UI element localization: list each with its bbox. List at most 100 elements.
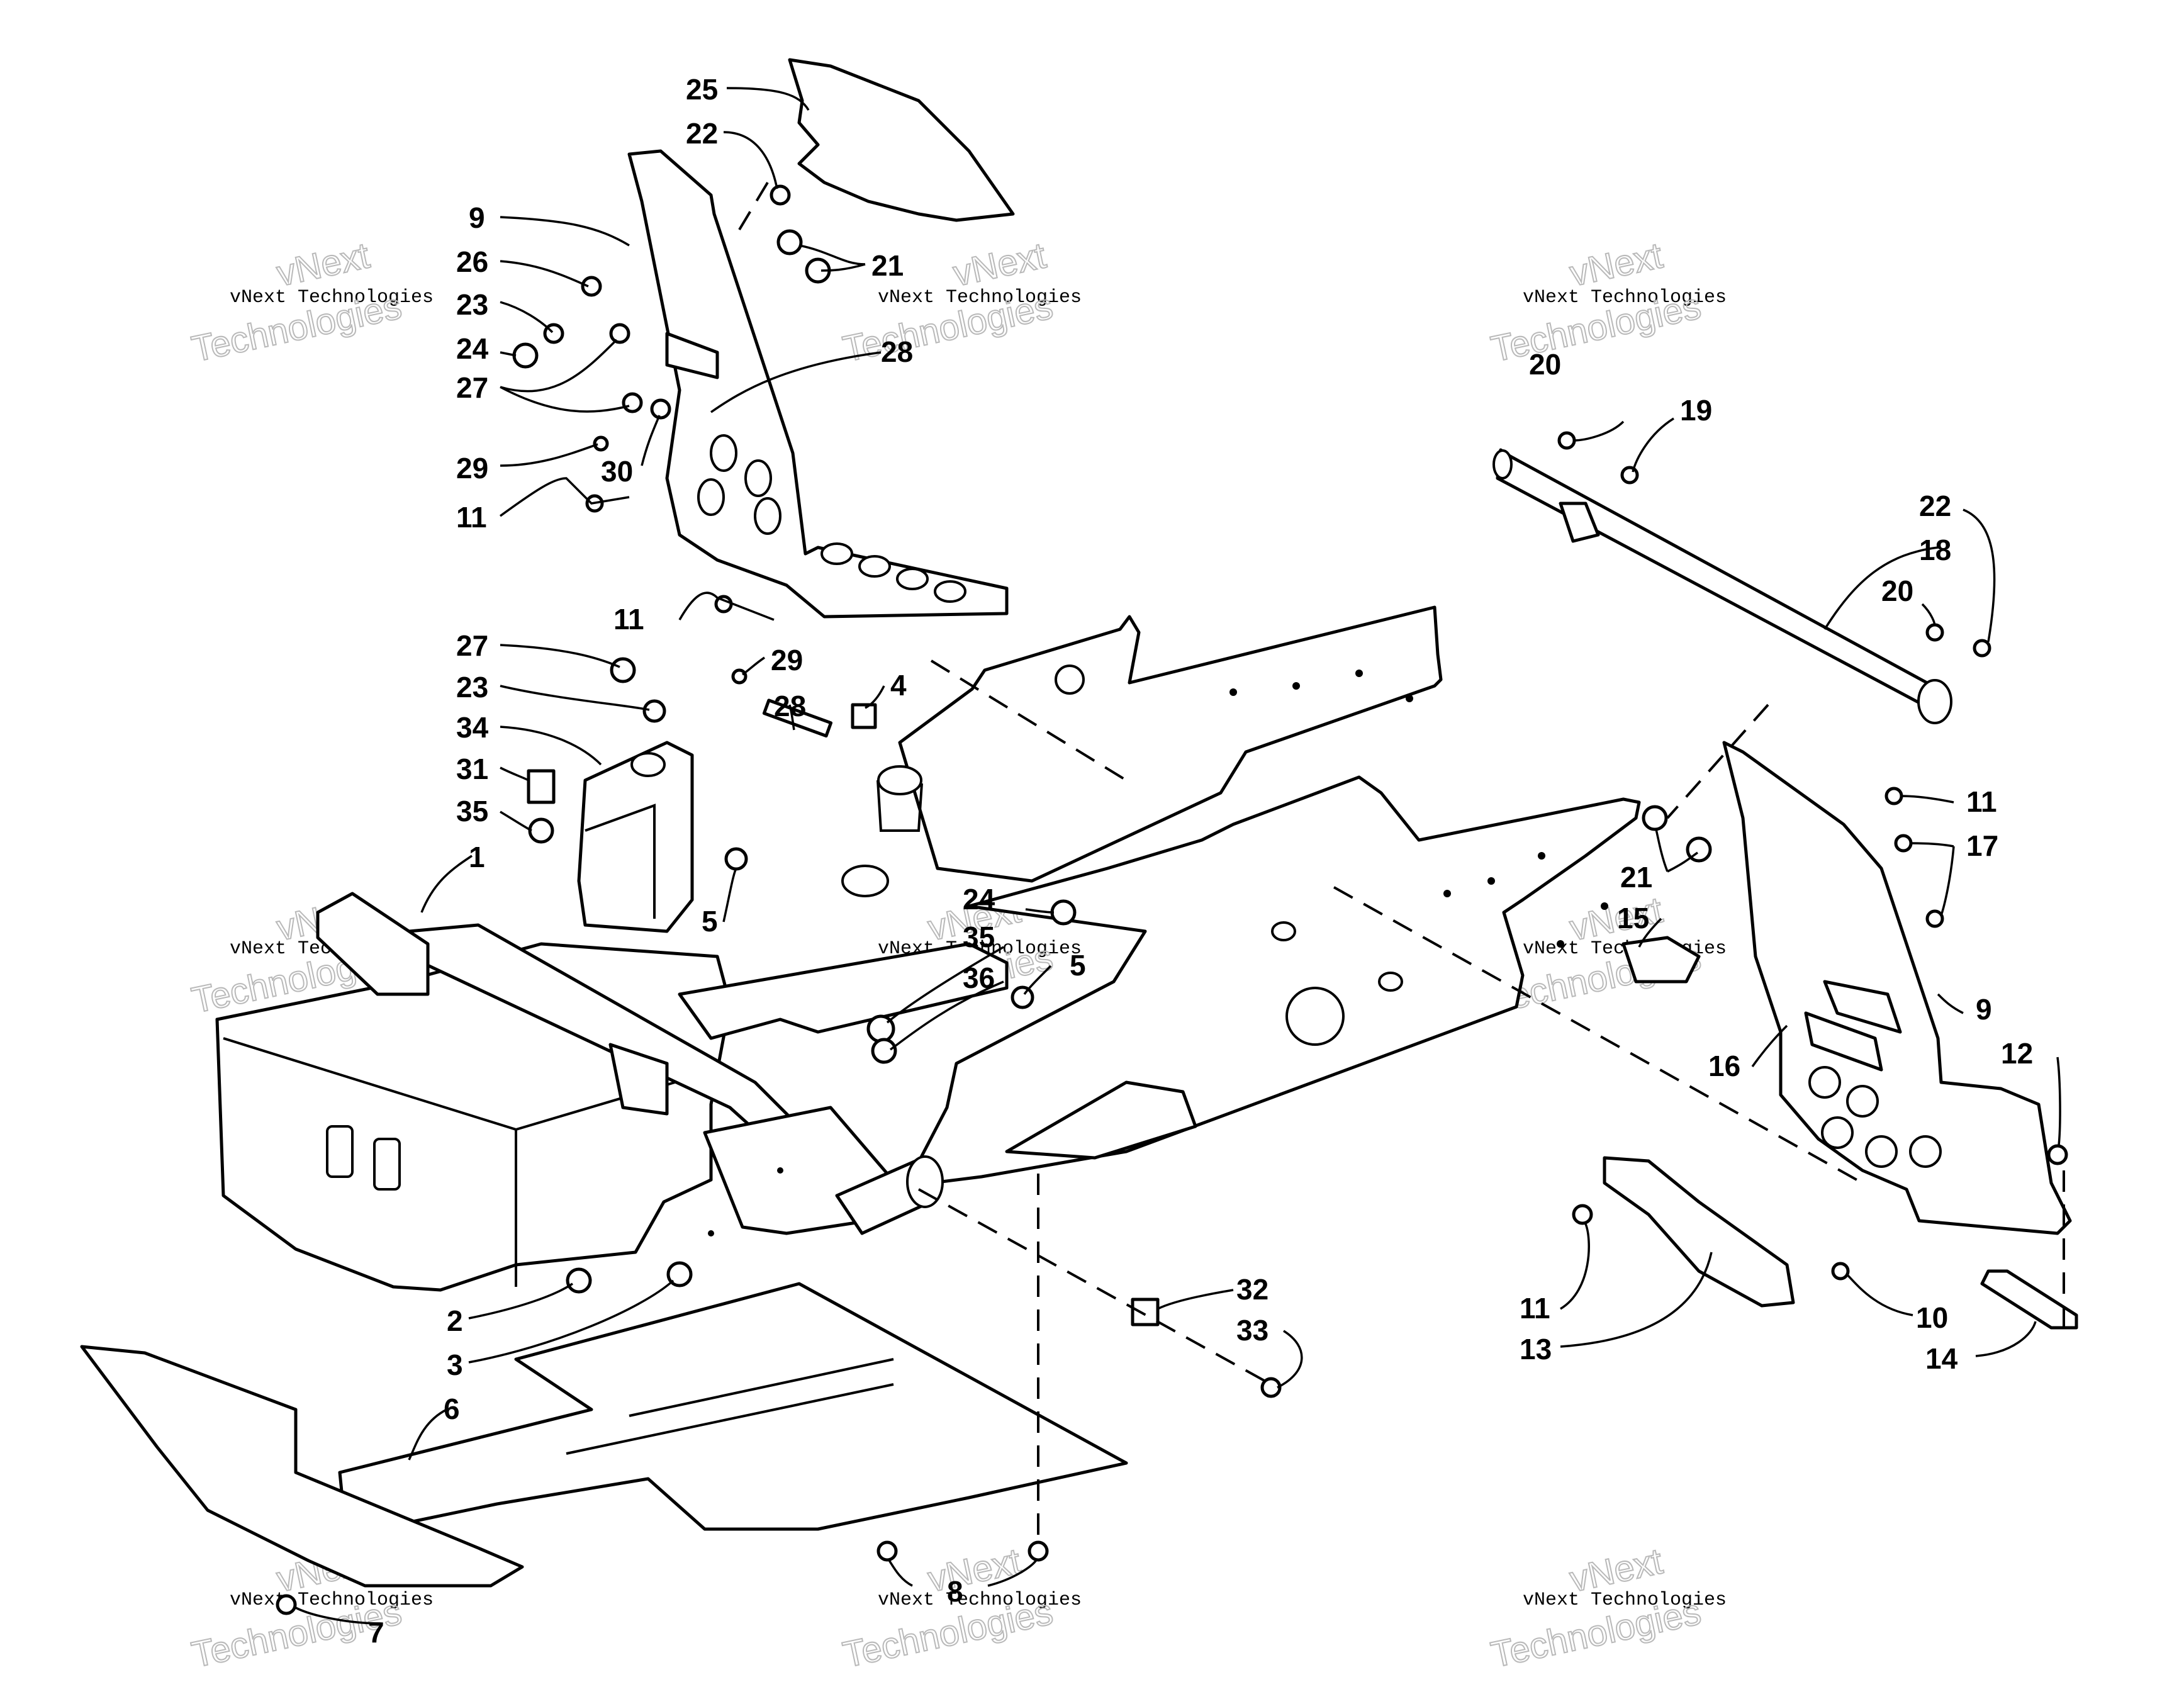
callout-1: 1: [469, 841, 485, 873]
nut-21: [1642, 805, 1668, 831]
leader-11d: [1560, 1223, 1590, 1310]
nut-21: [776, 229, 803, 255]
footrest-hole: [744, 459, 772, 497]
leader-20b: [1921, 603, 1936, 627]
callout-28: 28: [774, 690, 806, 722]
leader-1: [420, 855, 473, 913]
screw-7: [276, 1594, 297, 1615]
plate-hole: [1285, 987, 1345, 1046]
leader-22b: [1963, 508, 1996, 642]
rivet: [1229, 688, 1237, 696]
leader-3: [468, 1279, 675, 1364]
watermark-brand: vNext: [949, 235, 1050, 294]
footrest-hole: [896, 568, 929, 590]
washer-36: [871, 1038, 897, 1064]
watermark-company: vNext Technologies: [1523, 287, 1727, 308]
callout-36: 36: [963, 962, 995, 994]
dash-line: [918, 1188, 1272, 1386]
callout-23: 23: [456, 671, 488, 704]
reflector-15: [1621, 936, 1701, 984]
rivet: [1557, 940, 1564, 948]
leader-19: [1632, 417, 1674, 473]
callout-19: 19: [1680, 394, 1712, 427]
callout-25: 25: [686, 73, 718, 106]
footrest-hole: [934, 580, 966, 603]
leader-17: [1910, 842, 1955, 916]
nut-24: [1050, 899, 1077, 926]
watermark-top-left: vNext vNext Technologies Technologies: [188, 234, 434, 370]
leader-34: [500, 726, 602, 766]
front-nose-skid: [80, 1345, 524, 1588]
leader-30: [641, 415, 661, 466]
callout-28: 28: [881, 335, 913, 368]
callout-11: 11: [1966, 785, 1997, 818]
nut-3: [666, 1261, 693, 1287]
leader-21b: [1655, 829, 1698, 873]
bushing-5: [724, 847, 748, 871]
callout-35: 35: [963, 921, 995, 953]
bolt-27: [609, 323, 630, 344]
leader-8: [887, 1558, 1038, 1587]
leader-28b: [788, 704, 795, 731]
screw-8: [1028, 1540, 1049, 1562]
nut-2: [566, 1267, 592, 1294]
footrest-hole: [1909, 1135, 1942, 1168]
watermark-brand: vNext: [273, 235, 373, 294]
bolt-20: [1925, 623, 1944, 642]
watermark-company: vNext Technologies: [878, 287, 1082, 308]
callout-11: 11: [613, 603, 644, 636]
bolt-head-22: [770, 184, 791, 206]
pan-rib: [629, 1358, 894, 1417]
bracket-edge: [585, 804, 656, 919]
leader-21a: [798, 244, 866, 272]
leader-23a: [500, 301, 554, 334]
callout-21: 21: [871, 249, 904, 282]
watermark-bottom-center: vNext vNext Technologies Technologies: [839, 1540, 1082, 1676]
footrest-hole: [754, 497, 781, 535]
steering-tube: [876, 780, 923, 832]
plate-hole: [1271, 921, 1296, 941]
leader-14: [1975, 1321, 2037, 1357]
assembly-lines: [738, 181, 2065, 1542]
watermark-top-center: vNext vNext Technologies Technologies: [839, 234, 1082, 370]
left-footrest-bracket: [627, 149, 1009, 619]
right-footrest-assembly: [1621, 741, 2072, 1235]
washer-30: [650, 398, 671, 420]
rivet: [1406, 695, 1413, 702]
leader-11a: [499, 477, 630, 517]
tie-rod-bar: [1492, 448, 1952, 724]
clip-32: [1131, 1298, 1160, 1326]
watermark-bottom-right: vNext vNext Technologies Technologies: [1487, 1540, 1727, 1676]
leader-24b: [1025, 908, 1055, 914]
rivet: [1443, 890, 1451, 897]
callout-16: 16: [1708, 1050, 1740, 1082]
callout-23: 23: [456, 288, 488, 321]
callout-13: 13: [1520, 1333, 1552, 1365]
bulkhead-slot: [326, 1125, 354, 1178]
callout-20: 20: [1529, 348, 1561, 381]
leader-5b: [1023, 965, 1052, 995]
dash-line: [930, 659, 1128, 782]
leader-2: [468, 1282, 573, 1320]
step-plate: [1603, 1156, 1795, 1308]
rivet: [1292, 682, 1300, 690]
leader-4: [865, 685, 885, 709]
leader-10: [1845, 1273, 1913, 1316]
pan-rib: [566, 1383, 894, 1455]
leader-33: [1277, 1330, 1303, 1389]
callout-31: 31: [456, 753, 488, 785]
callout-21: 21: [1620, 861, 1652, 894]
steering-tube-top: [877, 765, 922, 795]
callout-7: 7: [368, 1616, 384, 1649]
callout-33: 33: [1236, 1314, 1268, 1347]
bracket-hole: [630, 752, 666, 777]
rivet: [1601, 902, 1608, 910]
right-footrest-bracket: [1722, 741, 2072, 1235]
steering-collar: [841, 865, 889, 897]
callout-34: 34: [456, 711, 489, 744]
dash-line: [1666, 704, 1769, 819]
leader-29b: [741, 656, 765, 676]
leader-6: [408, 1408, 447, 1461]
footrest-window: [1804, 1011, 1883, 1072]
